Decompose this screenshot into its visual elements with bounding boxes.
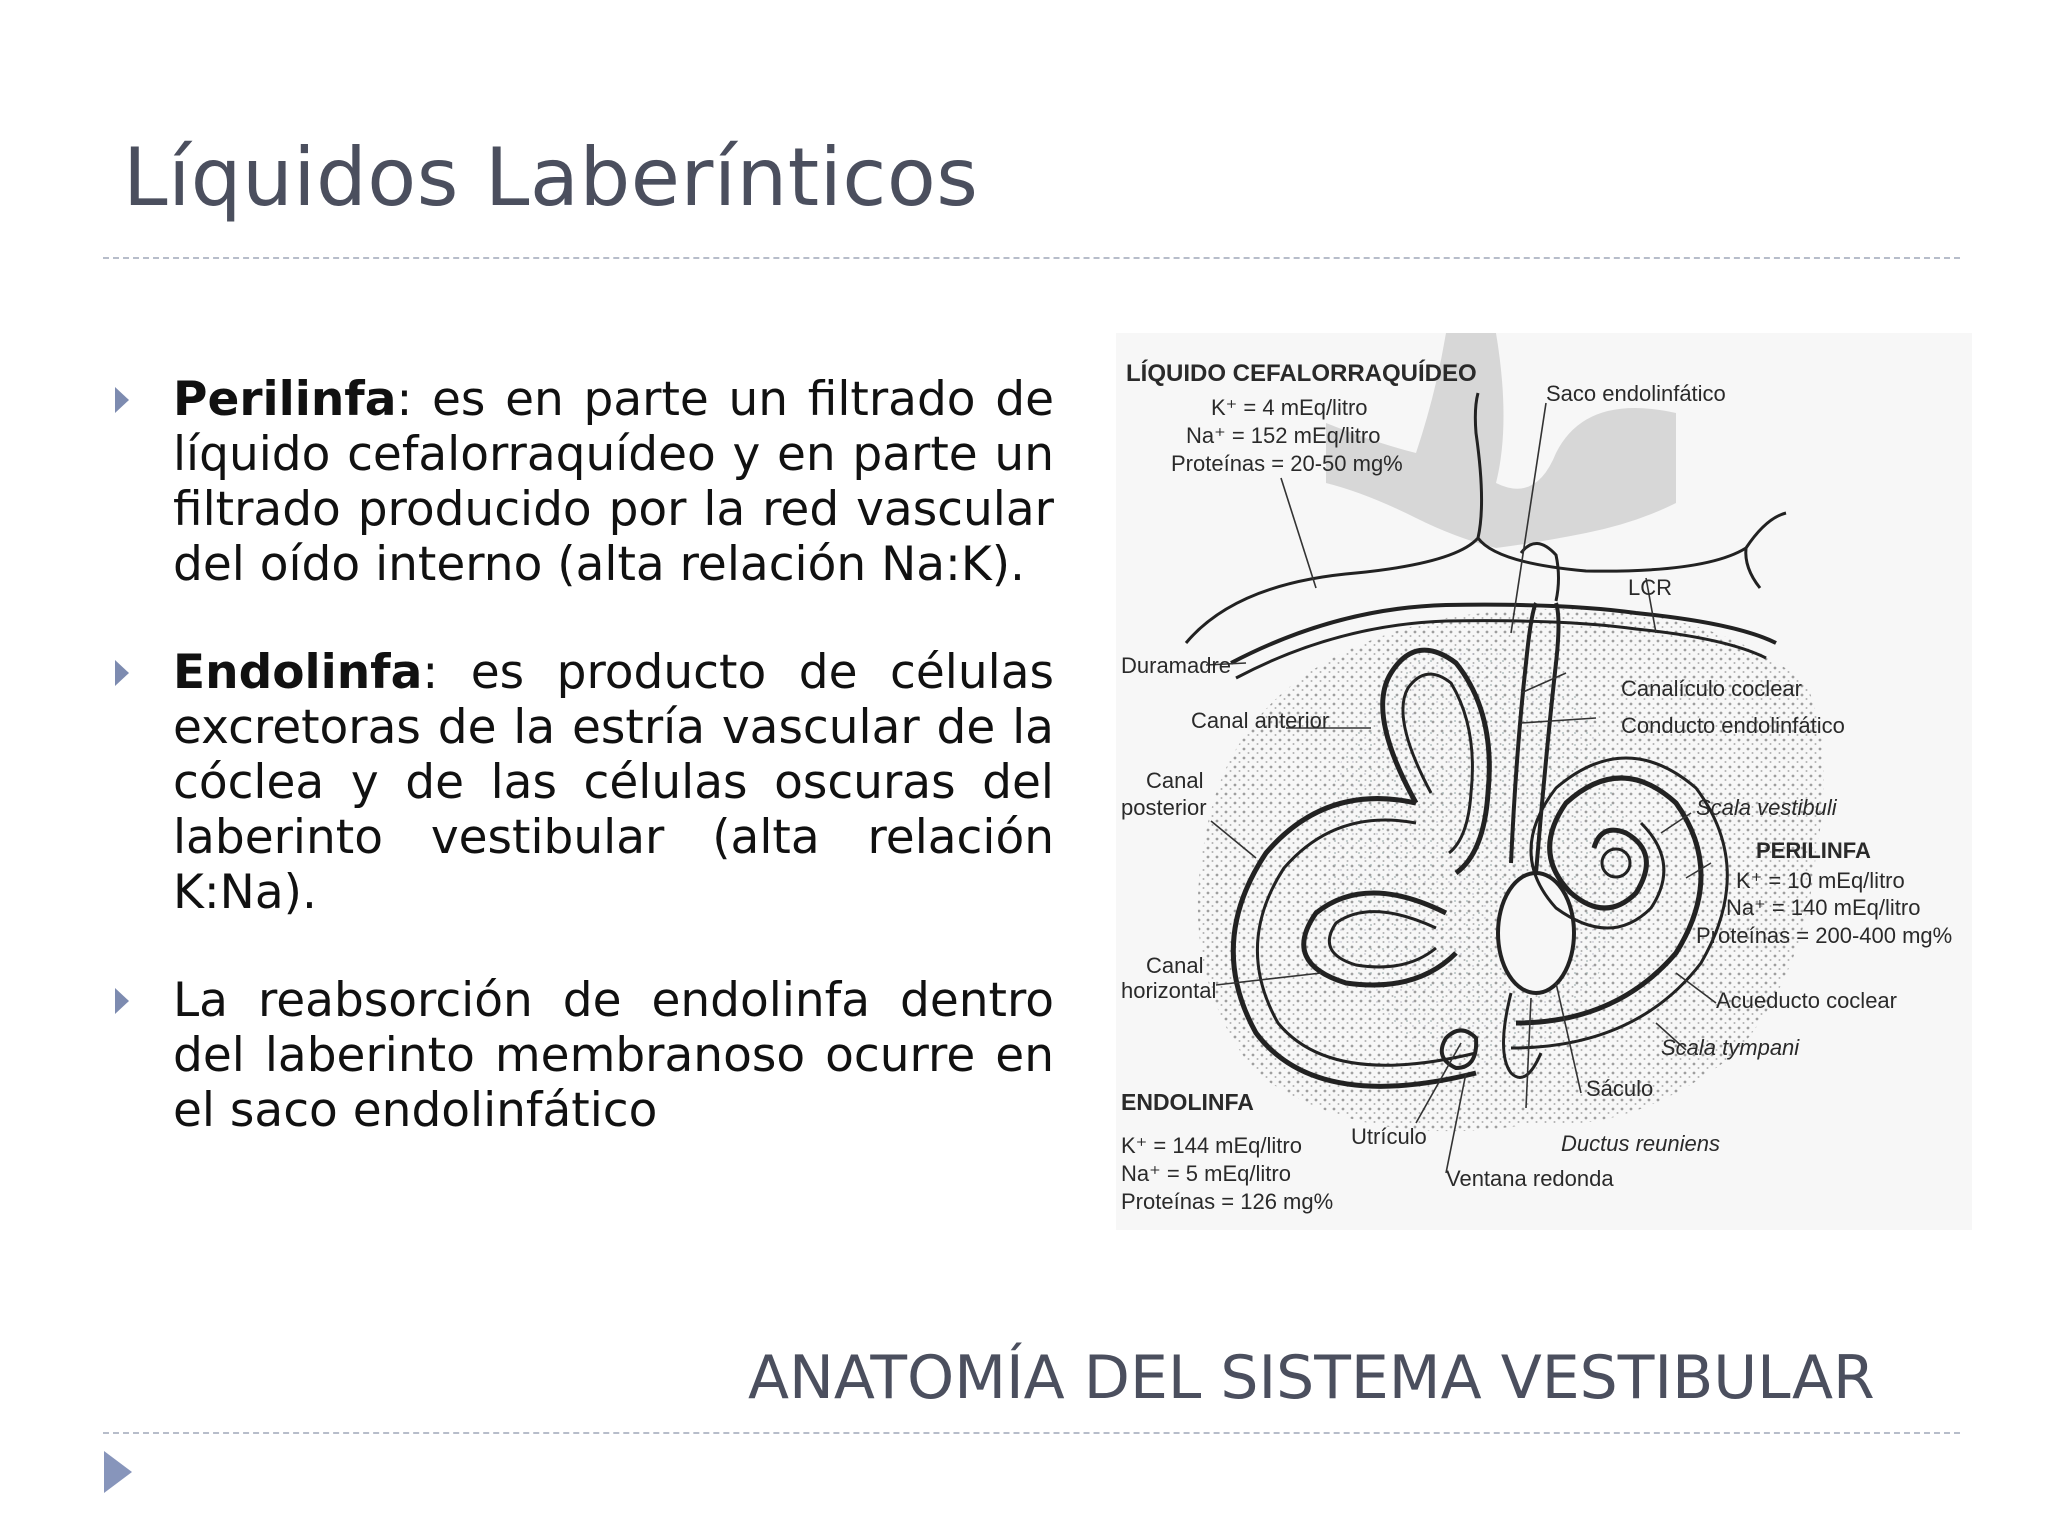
bullet-marker-icon <box>115 660 129 686</box>
label-utriculo: Utrículo <box>1351 1124 1427 1149</box>
label-endolinfa-title: ENDOLINFA <box>1121 1089 1254 1115</box>
posterior-canal <box>1230 796 1477 1089</box>
label-saculo: Sáculo <box>1586 1076 1653 1101</box>
label-canal-horizontal: horizontal <box>1121 978 1216 1003</box>
label-canal-anterior: Canal anterior <box>1191 708 1329 733</box>
bullet-term: Perilinfa <box>173 372 397 427</box>
label-ventana: Ventana redonda <box>1446 1166 1614 1191</box>
csf-region <box>1326 333 1676 548</box>
bullet-marker-icon <box>115 988 129 1014</box>
inner-ear-diagram: LÍQUIDO CEFALORRAQUÍDEO K⁺ = 4 mEq/litro… <box>1116 333 1972 1230</box>
endolymphatic-duct <box>1509 602 1538 864</box>
anterior-canal <box>1380 647 1492 876</box>
dura-line <box>1476 511 1787 573</box>
saccule <box>1496 871 1576 995</box>
dura-line <box>1184 392 1484 644</box>
label-canal-posterior: Canal <box>1146 768 1203 793</box>
round-window <box>1439 1028 1479 1071</box>
label-lcr-title: LÍQUIDO CEFALORRAQUÍDEO <box>1126 359 1477 387</box>
bullet-perilinfa: Perilinfa: es en parte un filtrado de lí… <box>110 372 1054 592</box>
footer-title: ANATOMÍA DEL SISTEMA VESTIBULAR <box>748 1343 1875 1413</box>
label-endo-prot: Proteínas = 126 mg% <box>1121 1189 1333 1214</box>
next-slide-arrow-icon[interactable] <box>104 1451 132 1493</box>
bullet-list: Perilinfa: es en parte un filtrado de lí… <box>110 372 1054 1138</box>
label-lcr: LCR <box>1628 575 1672 600</box>
label-canaliculo: Canalículo coclear <box>1621 676 1802 701</box>
label-scala-tympani: Scala tympani <box>1661 1035 1800 1060</box>
label-peri-k: K⁺ = 10 mEq/litro <box>1736 868 1905 893</box>
bullet-text: : es en parte un filtrado de líquido cef… <box>173 372 1054 592</box>
label-ductus: Ductus reuniens <box>1561 1131 1720 1156</box>
label-conducto: Conducto endolinfático <box>1621 713 1845 738</box>
bullet-marker-icon <box>115 387 129 413</box>
label-perilinfa-title: PERILINFA <box>1756 838 1871 863</box>
label-lcr-prot: Proteínas = 20-50 mg% <box>1171 451 1403 476</box>
horizontal-canal <box>1301 890 1458 988</box>
label-scala-vestibuli: Scala vestibuli <box>1696 795 1838 820</box>
bullet-text: : es producto de células excretoras de l… <box>173 645 1054 920</box>
slide-title: Líquidos Laberínticos <box>123 131 979 224</box>
label-canal-posterior: posterior <box>1121 795 1207 820</box>
label-peri-prot: Proteínas = 200-400 mg% <box>1696 923 1952 948</box>
label-saco: Saco endolinfático <box>1546 381 1726 406</box>
label-lcr-na: Na⁺ = 152 mEq/litro <box>1186 423 1380 448</box>
label-lcr-k: K⁺ = 4 mEq/litro <box>1211 395 1368 420</box>
label-duramadre: Duramadre <box>1121 653 1231 678</box>
label-acueducto: Acueducto coclear <box>1716 988 1897 1013</box>
label-canal-horizontal: Canal <box>1146 953 1203 978</box>
footer-divider <box>103 1432 1960 1434</box>
bullet-text: La reabsorción de endolinfa dentro del l… <box>173 973 1054 1138</box>
bullet-term: Endolinfa <box>173 645 423 700</box>
cochlea <box>1510 756 1729 1050</box>
title-divider <box>103 257 1960 259</box>
label-endo-k: K⁺ = 144 mEq/litro <box>1121 1133 1302 1158</box>
bullet-endolinfa: Endolinfa: es producto de células excret… <box>110 645 1054 920</box>
label-peri-na: Na⁺ = 140 mEq/litro <box>1726 895 1920 920</box>
label-endo-na: Na⁺ = 5 mEq/litro <box>1121 1161 1291 1186</box>
bullet-reabsorcion: La reabsorción de endolinfa dentro del l… <box>110 973 1054 1138</box>
